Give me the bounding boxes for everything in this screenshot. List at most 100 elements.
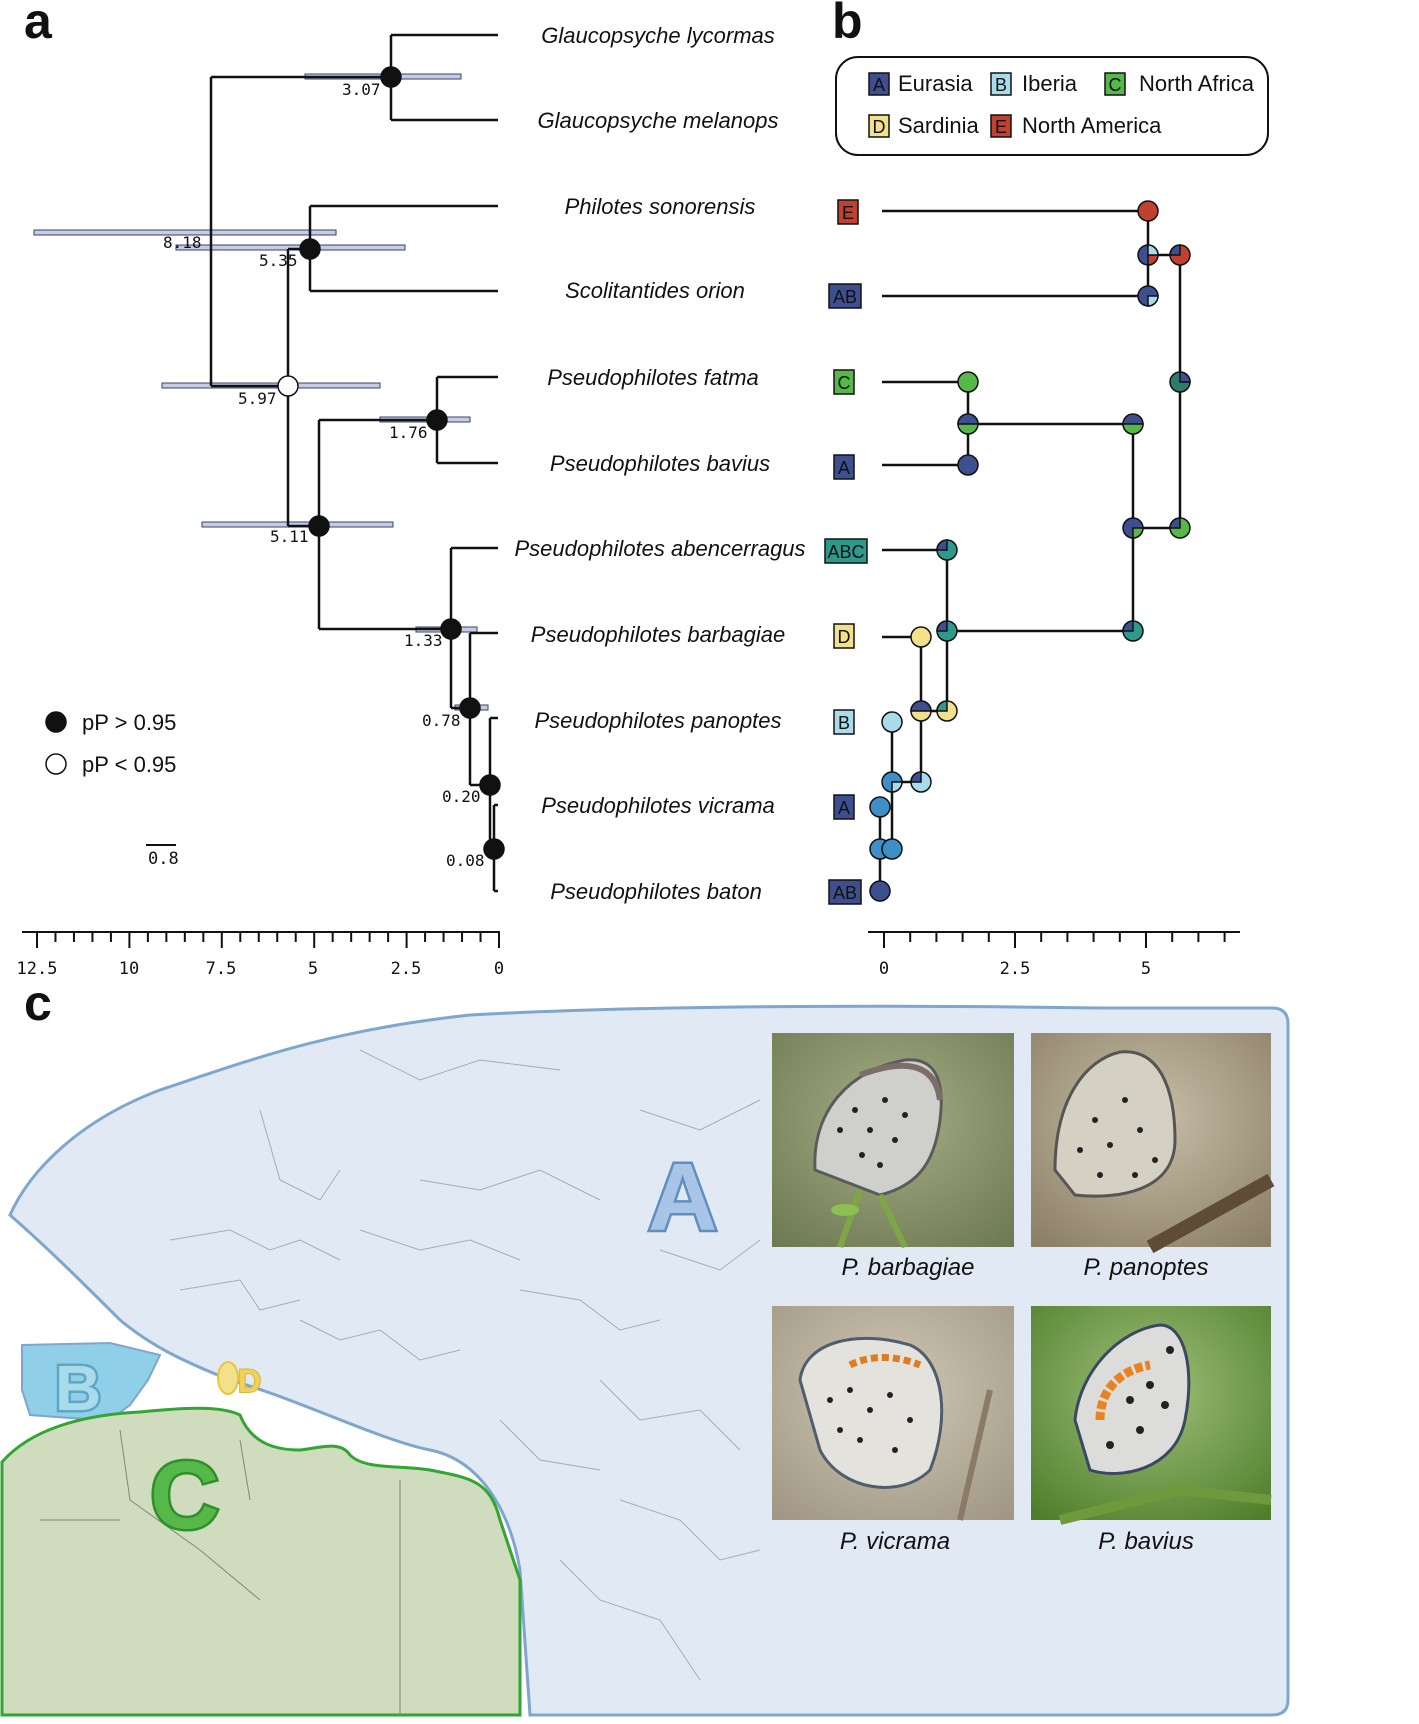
range-pie bbox=[881, 711, 903, 733]
axis-a-tick-label: 12.5 bbox=[17, 959, 58, 979]
taxon-label: Pseudophilotes bavius bbox=[550, 451, 770, 476]
svg-text:A: A bbox=[873, 75, 885, 95]
legend-area-label: North America bbox=[1022, 113, 1162, 138]
svg-text:B: B bbox=[838, 713, 850, 733]
taxon-labels: Glaucopsyche lycormas Glaucopsyche melan… bbox=[514, 23, 805, 904]
filled-node-icon bbox=[45, 711, 67, 733]
node-age: 5.35 bbox=[259, 251, 298, 270]
axis-a-tick-label: 10 bbox=[119, 959, 139, 979]
butterfly-illustration bbox=[1053, 1050, 1275, 1254]
range-pie bbox=[869, 796, 891, 818]
range-pie bbox=[910, 626, 932, 648]
region-c-north-africa bbox=[0, 1406, 522, 1717]
node-age: 3.07 bbox=[342, 80, 381, 99]
node-age: 1.76 bbox=[389, 423, 428, 442]
node-filled bbox=[479, 774, 501, 796]
panel-label-c: c bbox=[24, 975, 52, 1031]
node-filled bbox=[426, 409, 448, 431]
taxon-label: Philotes sonorensis bbox=[565, 194, 756, 219]
range-pie-nodes bbox=[869, 200, 1191, 902]
taxon-label: Pseudophilotes panoptes bbox=[534, 708, 781, 733]
node-filled bbox=[299, 238, 321, 260]
photo-vicrama bbox=[772, 1306, 1014, 1521]
taxon-label: Glaucopsyche melanops bbox=[538, 108, 779, 133]
range-pie bbox=[957, 454, 979, 476]
node-age: 8.18 bbox=[163, 233, 202, 252]
node-age: 1.33 bbox=[404, 631, 443, 650]
svg-text:A: A bbox=[838, 458, 850, 478]
node-age: 5.11 bbox=[270, 527, 309, 546]
node-filled bbox=[308, 515, 330, 537]
node-filled bbox=[440, 618, 462, 640]
range-pie bbox=[957, 371, 979, 393]
legend-area-label: Eurasia bbox=[898, 71, 973, 96]
time-tree: 3.07 8.18 5.35 5.97 1.76 5.11 1.33 0.78 … bbox=[17, 33, 505, 979]
node-age: 0.78 bbox=[422, 711, 461, 730]
svg-text:E: E bbox=[995, 117, 1007, 137]
photo-caption: P. panoptes bbox=[1083, 1254, 1208, 1281]
butterfly-illustration bbox=[798, 1336, 993, 1521]
svg-text:E: E bbox=[842, 203, 854, 223]
taxon-label: Glaucopsyche lycormas bbox=[541, 23, 775, 48]
scale-bar-label: 0.8 bbox=[148, 849, 179, 869]
photo-panoptes bbox=[1031, 1033, 1275, 1254]
map-label-d: D bbox=[238, 1363, 261, 1399]
taxon-label: Pseudophilotes barbagiae bbox=[531, 622, 785, 647]
legend-filled-label: pP > 0.95 bbox=[82, 710, 176, 735]
tip-area-boxes: E AB C A ABC D B A AB bbox=[824, 199, 868, 905]
svg-text:C: C bbox=[1109, 75, 1122, 95]
svg-text:ABC: ABC bbox=[827, 542, 864, 562]
open-node-icon bbox=[45, 753, 67, 775]
node-filled bbox=[483, 838, 505, 860]
node-ages: 3.07 8.18 5.35 5.97 1.76 5.11 1.33 0.78 … bbox=[163, 80, 485, 870]
range-pie bbox=[869, 880, 891, 902]
range-pie bbox=[881, 838, 903, 860]
taxon-label: Scolitantides orion bbox=[565, 278, 745, 303]
axis-a-tick-label: 5 bbox=[308, 959, 318, 979]
legend-area-label: North Africa bbox=[1139, 71, 1255, 96]
map: A B C D bbox=[0, 1004, 1290, 1717]
butterfly-illustration bbox=[1058, 1323, 1272, 1525]
axis-a-tick-label: 2.5 bbox=[391, 959, 422, 979]
axis-b: 0 2.5 5 bbox=[868, 931, 1240, 979]
svg-text:D: D bbox=[873, 117, 886, 137]
region-d-sardinia bbox=[217, 1361, 239, 1395]
taxon-label: Pseudophilotes vicrama bbox=[541, 793, 775, 818]
tree-branches bbox=[209, 33, 498, 893]
node-open bbox=[277, 375, 299, 397]
range-tree-branches bbox=[878, 209, 1182, 891]
taxon-label: Pseudophilotes fatma bbox=[547, 365, 759, 390]
axis-b-tick-label: 0 bbox=[879, 959, 889, 979]
axis-a-tick-label: 7.5 bbox=[206, 959, 237, 979]
photo-caption: P. barbagiae bbox=[841, 1254, 974, 1281]
area-legend: A Eurasia B Iberia C North Africa D Sard… bbox=[835, 56, 1269, 156]
svg-text:AB: AB bbox=[833, 883, 857, 903]
north-africa-borders bbox=[40, 1429, 401, 1715]
taxon-label: Pseudophilotes baton bbox=[550, 879, 762, 904]
range-pie bbox=[1137, 200, 1159, 222]
node-age: 0.08 bbox=[446, 851, 485, 870]
svg-text:B: B bbox=[995, 75, 1007, 95]
panel-label-b: b bbox=[832, 0, 863, 49]
legend-area-label: Sardinia bbox=[898, 113, 979, 138]
legend-open-label: pP < 0.95 bbox=[82, 752, 176, 777]
axis-b-tick-label: 5 bbox=[1141, 959, 1151, 979]
axis-a: 12.5 10 7.5 5 2.5 0 bbox=[17, 931, 504, 979]
photo-bavius bbox=[1031, 1306, 1272, 1525]
svg-text:AB: AB bbox=[833, 287, 857, 307]
photo-barbagiae bbox=[772, 1033, 1014, 1249]
map-label-b: B bbox=[55, 1352, 101, 1424]
butterfly-illustration bbox=[813, 1058, 943, 1249]
node-filled bbox=[380, 66, 402, 88]
tree-nodes bbox=[277, 66, 505, 860]
node-legend: pP > 0.95 pP < 0.95 bbox=[45, 710, 176, 777]
photo-caption: P. bavius bbox=[1098, 1528, 1194, 1555]
axis-a-tick-label: 0 bbox=[494, 959, 504, 979]
axis-b-tick-label: 2.5 bbox=[1000, 959, 1031, 979]
svg-text:C: C bbox=[838, 373, 851, 393]
node-filled bbox=[459, 697, 481, 719]
taxon-label: Pseudophilotes abencerragus bbox=[514, 536, 805, 561]
panel-label-a: a bbox=[24, 0, 53, 49]
svg-text:A: A bbox=[838, 798, 850, 818]
svg-text:D: D bbox=[838, 627, 851, 647]
